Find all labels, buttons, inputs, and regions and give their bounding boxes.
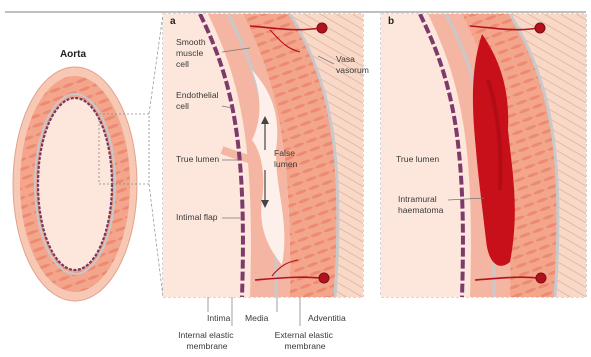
panel-a: a Smooth muscle cell Endothelial cell Tr… [163,14,369,297]
label-adventitia: Adventitia [308,313,346,323]
aorta-title: Aorta [60,49,87,60]
panel-b-letter: b [388,16,394,27]
vessel-top-a [317,23,327,33]
panel-b: b True lumen Intramural haematoma [381,14,586,297]
label-internal-elastic: Internal elastic membrane [178,330,236,351]
zoom-line-bottom [149,184,163,297]
panel-a-letter: a [170,16,176,27]
vessel-bottom-a [319,273,329,283]
vessel-bottom-b [536,273,546,283]
label-external-elastic: External elastic membrane [275,330,336,351]
label-media: Media [245,313,269,323]
layer-key: Intima Media Adventitia Internal elastic… [178,297,346,351]
vessel-top-b [535,23,545,33]
label-intimal-flap: Intimal flap [176,212,218,222]
label-intramural-haematoma: Intramural haematoma [398,194,444,215]
label-false-lumen: False lumen [274,148,298,169]
zoom-line-top [149,14,163,114]
label-true-lumen-b: True lumen [396,154,439,164]
label-vasa-vasorum: Vasa vasorum [336,54,369,75]
label-intima: Intima [207,313,231,323]
aorta-cross-section: Aorta [13,14,163,301]
label-true-lumen-a: True lumen [176,154,219,164]
